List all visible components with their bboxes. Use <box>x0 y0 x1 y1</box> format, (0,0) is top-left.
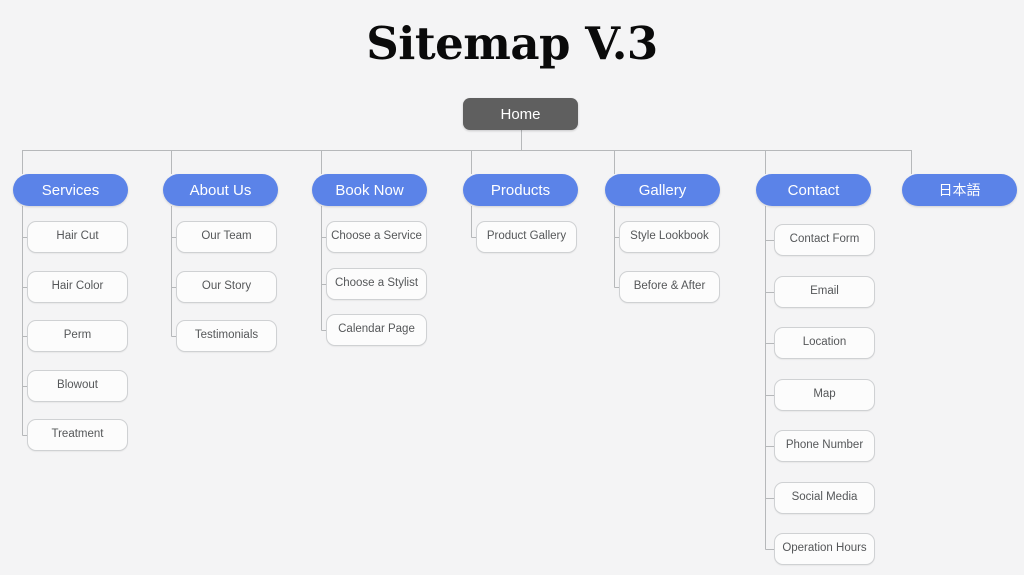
node-products[interactable]: Products <box>463 174 578 206</box>
node-social-media-label: Social Media <box>791 491 858 504</box>
node-operation-hours[interactable]: Operation Hours <box>774 533 875 565</box>
node-map-label: Map <box>813 388 836 401</box>
node-blowout[interactable]: Blowout <box>27 370 128 402</box>
node-before-after[interactable]: Before & After <box>619 271 720 303</box>
node-home-label: Home <box>500 105 541 123</box>
node-hair-cut-label: Hair Cut <box>56 230 99 243</box>
node-before-after-label: Before & After <box>633 280 706 293</box>
node-products-label: Products <box>490 181 551 199</box>
node-perm[interactable]: Perm <box>27 320 128 352</box>
node-book-now-label: Book Now <box>335 181 404 199</box>
node-our-team[interactable]: Our Team <box>176 221 277 253</box>
node-testimonials[interactable]: Testimonials <box>176 320 277 352</box>
node-product-gallery[interactable]: Product Gallery <box>476 221 577 253</box>
node-gallery-label: Gallery <box>638 181 687 199</box>
node-book-now[interactable]: Book Now <box>312 174 427 206</box>
node-our-story[interactable]: Our Story <box>176 271 277 303</box>
node-our-story-label: Our Story <box>201 280 252 293</box>
node-about-us[interactable]: About Us <box>163 174 278 206</box>
node-gallery[interactable]: Gallery <box>605 174 720 206</box>
node-email[interactable]: Email <box>774 276 875 308</box>
node-our-team-label: Our Team <box>201 230 252 243</box>
node-blowout-label: Blowout <box>57 379 98 392</box>
node-operation-hours-label: Operation Hours <box>782 542 867 555</box>
node-choose-a-service[interactable]: Choose a Service <box>326 221 427 253</box>
node-contact[interactable]: Contact <box>756 174 871 206</box>
node-contact-label: Contact <box>787 181 840 199</box>
node-hair-color-label: Hair Color <box>51 280 104 293</box>
node-perm-label: Perm <box>63 329 92 342</box>
node-choose-a-stylist-label: Choose a Stylist <box>334 277 419 290</box>
node-services-label: Services <box>41 181 100 199</box>
node-hair-color[interactable]: Hair Color <box>27 271 128 303</box>
node-contact-form-label: Contact Form <box>789 233 860 246</box>
node-map[interactable]: Map <box>774 379 875 411</box>
node-hair-cut[interactable]: Hair Cut <box>27 221 128 253</box>
node-home[interactable]: Home <box>463 98 578 130</box>
node-social-media[interactable]: Social Media <box>774 482 875 514</box>
node-product-gallery-label: Product Gallery <box>486 230 567 243</box>
node-treatment[interactable]: Treatment <box>27 419 128 451</box>
node-日本語[interactable]: 日本語 <box>902 174 1017 206</box>
node-style-lookbook-label: Style Lookbook <box>630 230 709 243</box>
node-email-label: Email <box>810 285 839 298</box>
node-treatment-label: Treatment <box>51 428 104 441</box>
node-日本語-label: 日本語 <box>938 182 981 198</box>
node-phone-number[interactable]: Phone Number <box>774 430 875 462</box>
node-location[interactable]: Location <box>774 327 875 359</box>
node-calendar-page-label: Calendar Page <box>338 323 415 336</box>
node-location-label: Location <box>802 336 847 349</box>
node-choose-a-stylist[interactable]: Choose a Stylist <box>326 268 427 300</box>
node-calendar-page[interactable]: Calendar Page <box>326 314 427 346</box>
node-testimonials-label: Testimonials <box>194 329 259 342</box>
node-services[interactable]: Services <box>13 174 128 206</box>
node-contact-form[interactable]: Contact Form <box>774 224 875 256</box>
node-phone-number-label: Phone Number <box>785 439 864 452</box>
node-style-lookbook[interactable]: Style Lookbook <box>619 221 720 253</box>
page-title: Sitemap V.3 <box>366 17 658 70</box>
node-choose-a-service-label: Choose a Service <box>331 230 422 243</box>
node-about-us-label: About Us <box>189 181 252 199</box>
